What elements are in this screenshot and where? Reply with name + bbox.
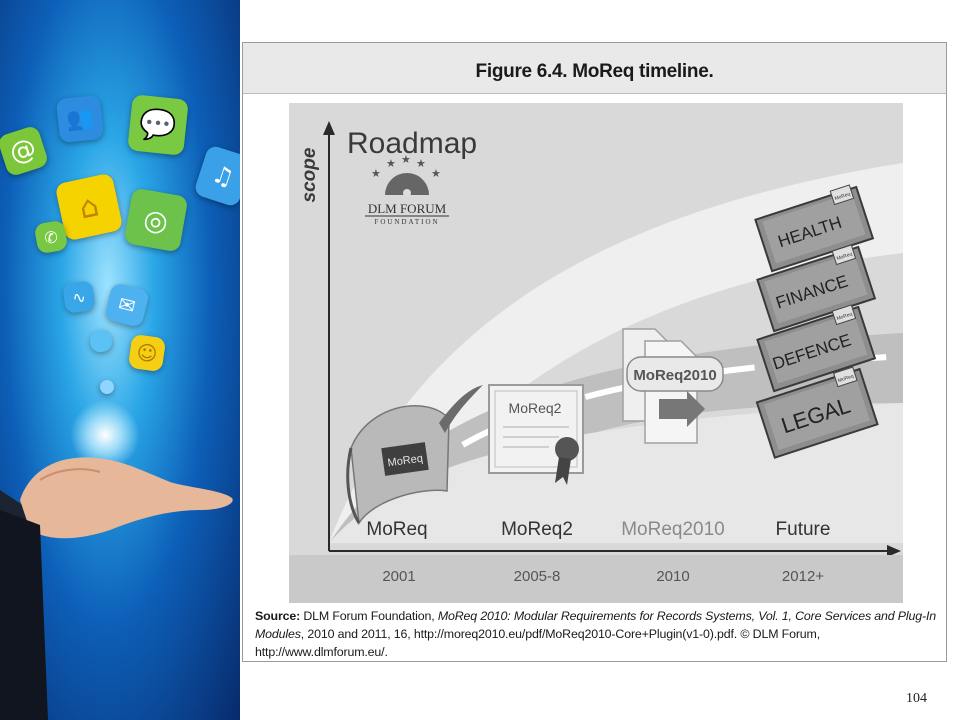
x-axis-arrow <box>887 545 901 557</box>
moreq-scroll-icon: MoReq <box>346 385 483 526</box>
logo-subtitle: FOUNDATION <box>374 218 439 226</box>
figure-title-bar: Figure 6.4. MoReq timeline. <box>243 43 946 94</box>
roadmap-ground <box>329 403 903 543</box>
svg-text:★: ★ <box>401 153 411 166</box>
y-axis-label: scope <box>299 147 320 202</box>
milestone-year-2010: 2010 <box>656 568 689 585</box>
small-square-icon <box>88 328 114 354</box>
milestone-name-moreq2010: MoReq2010 <box>621 519 725 540</box>
source-lead: DLM Forum Foundation, <box>300 609 438 623</box>
book-tag-defence: MoReq <box>836 311 853 322</box>
moreq2-certificate-icon: MoReq2 <box>488 384 584 485</box>
mail-icon: ✉ <box>103 281 151 329</box>
book-tag-legal: MoReq <box>837 373 854 384</box>
moreq2-icon-label: MoReq2 <box>509 400 562 416</box>
source-tail: , 2010 and 2011, 16, http://moreq2010.eu… <box>255 627 821 659</box>
svg-text:★: ★ <box>386 157 396 170</box>
milestone-year-2001: 2001 <box>382 568 415 585</box>
moreq2010-documents-icon: MoReq2010 <box>622 328 724 444</box>
future-book-finance: MoReq FINANCE <box>756 244 877 333</box>
figure-frame: Figure 6.4. MoReq timeline. scope time R… <box>242 42 947 662</box>
email-at-icon: @ <box>0 124 50 178</box>
roadmap-arc-band <box>329 163 903 543</box>
roadmap-heading: Roadmap <box>347 127 477 160</box>
svg-text:★: ★ <box>371 167 381 180</box>
source-label: Source: <box>255 609 301 623</box>
source-title: MoReq 2010: Modular Requirements for Rec… <box>255 609 937 641</box>
dlm-forum-logo: ★ ★ ★ ★ ★ DLM FORUM FOUNDATION <box>365 153 449 226</box>
year-band <box>289 555 903 603</box>
moreq-icon-label: MoReq <box>387 453 424 470</box>
future-book-legal: MoReq LEGAL <box>755 366 879 459</box>
music-icon: ♫ <box>193 144 240 208</box>
moreq2010-icon-label: MoReq2010 <box>633 367 716 384</box>
svg-text:★: ★ <box>431 167 441 180</box>
y-axis-arrow <box>323 121 335 135</box>
future-book-health: MoReq HEALTH <box>754 184 875 273</box>
small-dot-icon <box>98 378 116 396</box>
page-number: 104 <box>906 691 927 706</box>
pulse-icon: ∿ <box>62 280 96 314</box>
milestone-year-2012-plus: 2012+ <box>782 568 824 585</box>
future-book-defence: MoReq DEFENCE <box>756 304 877 393</box>
logo-name: DLM FORUM <box>368 201 447 216</box>
figure-title: Figure 6.4. MoReq timeline. <box>475 61 714 82</box>
milestone-year-2005-8: 2005-8 <box>514 568 561 585</box>
globe-search-icon: ◎ <box>123 187 189 253</box>
milestone-name-future: Future <box>776 519 831 540</box>
roadmap-diagram: scope time Roadmap ★ ★ ★ ★ ★ DLM FORUM F… <box>289 103 903 603</box>
book-tag-health: MoReq <box>834 191 851 202</box>
milestone-name-moreq2: MoReq2 <box>501 519 573 540</box>
figure-source-note: Source: DLM Forum Foundation, MoReq 2010… <box>255 607 945 661</box>
decorative-side-panel: @ 👥 💬 ♫ ⌂ ◎ ✆ ∿ ✉ ☺ <box>0 0 240 720</box>
chat-bubble-icon: 💬 <box>127 94 189 156</box>
contacts-icon: 👥 <box>55 94 105 144</box>
milestone-name-moreq: MoReq <box>366 519 427 540</box>
phone-icon: ✆ <box>33 219 69 255</box>
smiley-icon: ☺ <box>127 333 167 373</box>
open-hand-illustration <box>0 457 233 720</box>
svg-text:★: ★ <box>416 157 426 170</box>
book-tag-finance: MoReq <box>836 251 853 262</box>
